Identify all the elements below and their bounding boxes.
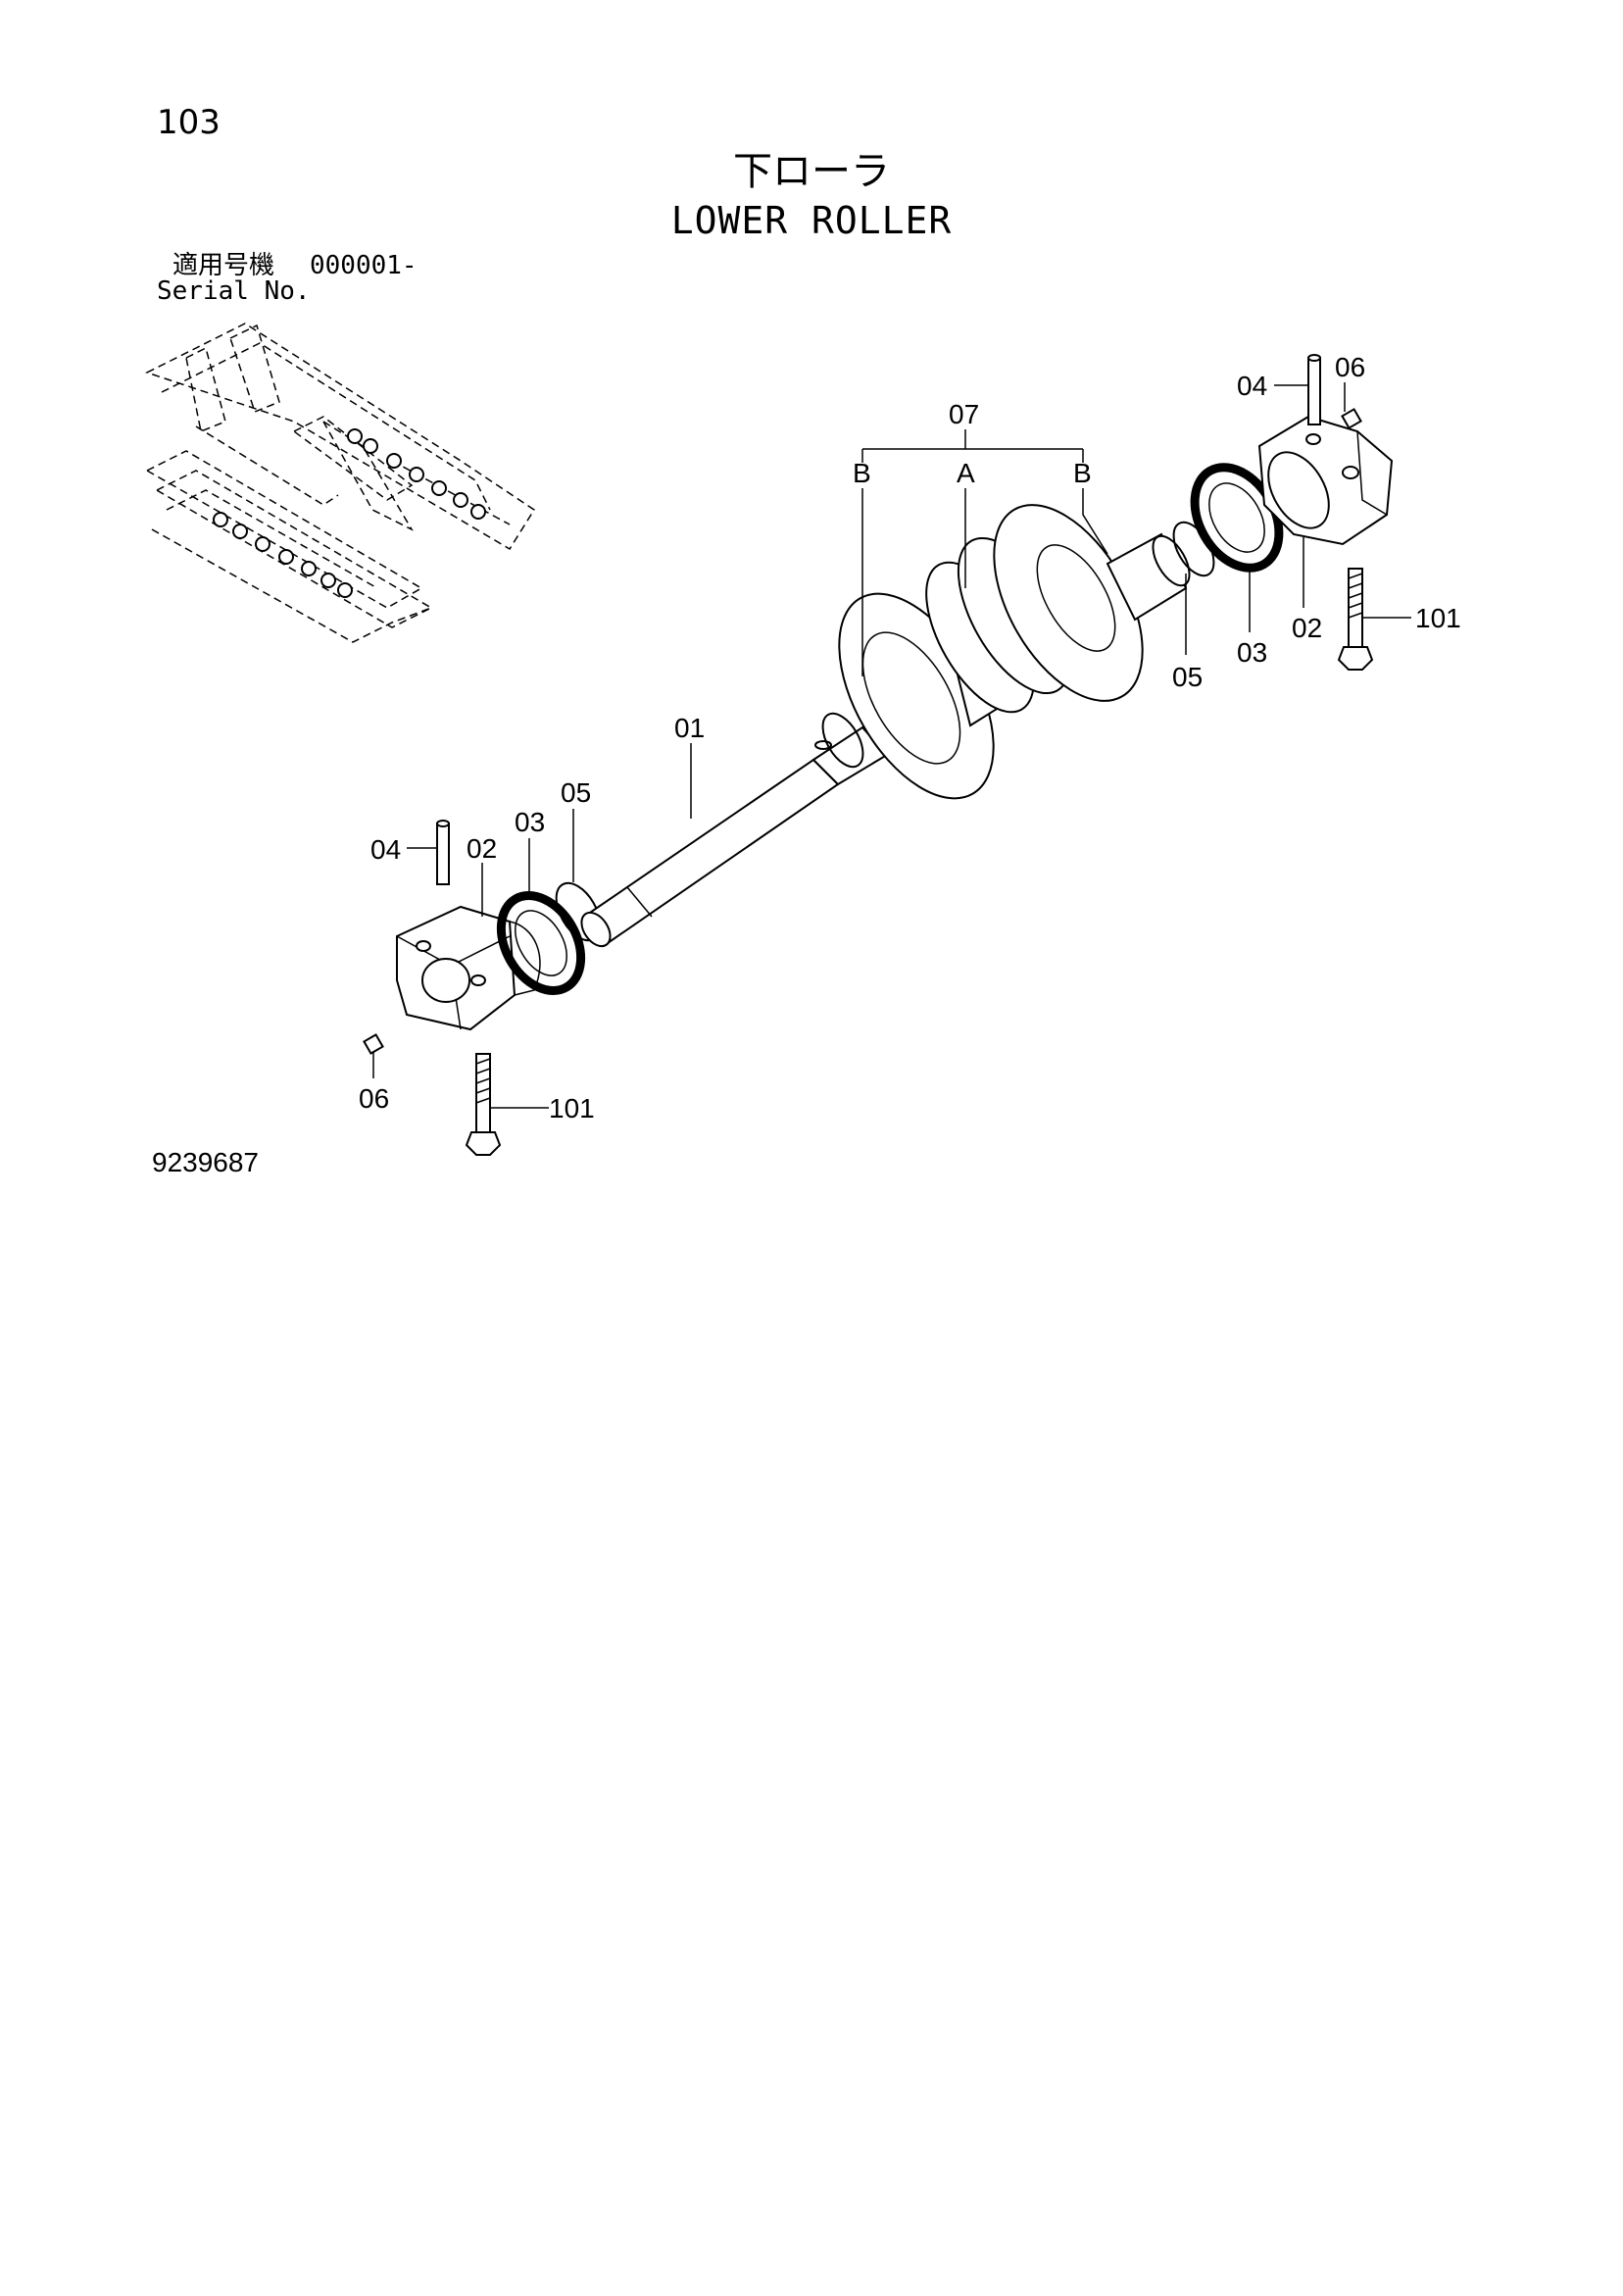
callout-06-left: 06 (359, 1083, 389, 1114)
pin-04-left (436, 820, 450, 885)
callout-101-right: 101 (1415, 603, 1461, 633)
callout-101-left: 101 (549, 1093, 595, 1123)
callout-b-right: B (1073, 458, 1092, 488)
callout-a: A (957, 458, 975, 488)
collar-02-right (1257, 415, 1394, 546)
callout-02-left: 02 (467, 833, 497, 864)
callout-01: 01 (674, 713, 705, 743)
drawing-number: 9239687 (152, 1147, 260, 1177)
callout-04-left: 04 (370, 834, 401, 865)
pin-04-right (1307, 354, 1321, 425)
title-japanese: 下ローラ (733, 149, 890, 194)
callout-02-right: 02 (1292, 613, 1322, 643)
callout-06-right: 06 (1335, 352, 1365, 382)
callout-03-right: 03 (1237, 637, 1267, 668)
bolt-101-left (465, 1053, 502, 1156)
callout-03-left: 03 (515, 807, 545, 837)
plug-06-left (363, 1033, 384, 1055)
seal-03-left (496, 891, 586, 995)
callout-b-left: B (853, 458, 871, 488)
roller-07 (838, 504, 1191, 800)
inset-roller-markers (213, 428, 486, 598)
callout-04-right: 04 (1237, 371, 1267, 401)
serial-label-japanese: 適用号機 (172, 251, 275, 280)
leader-lines (372, 382, 1411, 1109)
o-ring-shaft-center (821, 712, 864, 769)
collar-02-left (396, 905, 541, 1031)
serial-label-english: Serial No. (157, 276, 311, 306)
shaft-01 (580, 725, 889, 948)
callout-05-right: 05 (1172, 662, 1203, 692)
callout-05-left: 05 (561, 777, 591, 808)
page-number: 103 (157, 103, 221, 142)
bolt-101-right (1337, 568, 1374, 671)
serial-value: 000001- (310, 251, 418, 280)
callout-07: 07 (949, 399, 979, 429)
title-english: LOWER ROLLER (670, 199, 953, 242)
undercarriage-location-inset (145, 323, 536, 643)
plug-06-right (1341, 408, 1362, 429)
